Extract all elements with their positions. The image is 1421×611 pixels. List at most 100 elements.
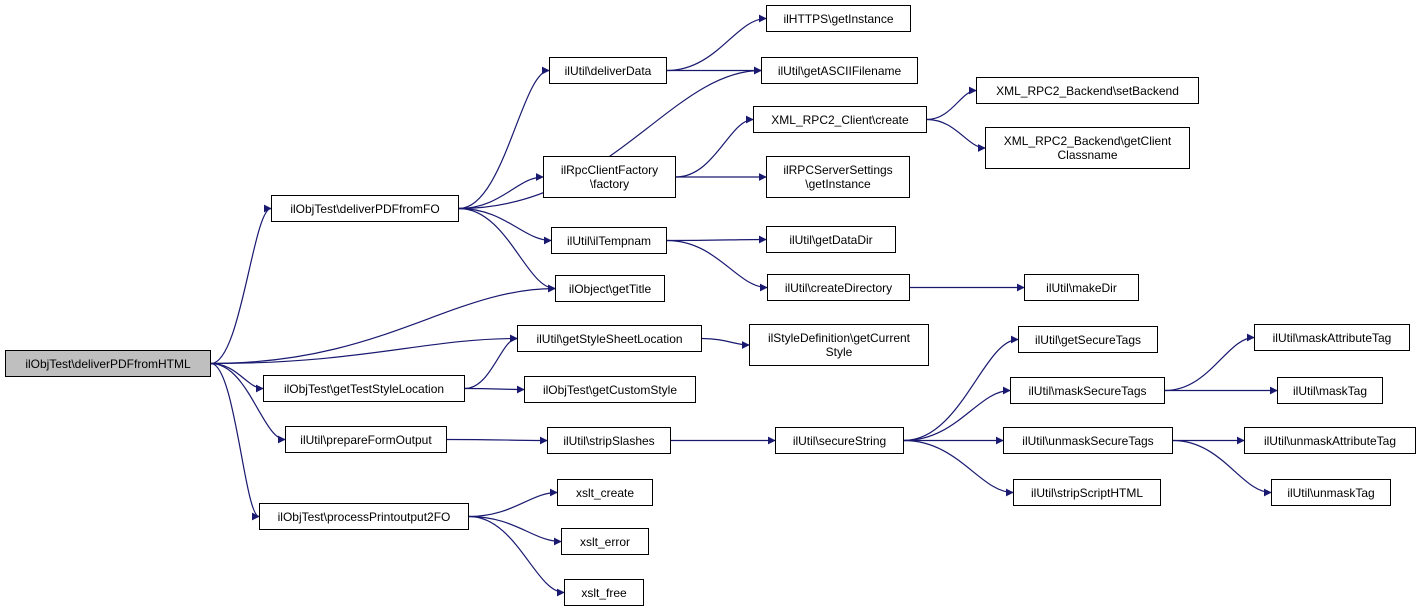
node-label: XML_RPC2_Client\create <box>771 112 909 127</box>
node-label: ilObjTest\processPrintoutput2FO <box>277 509 451 524</box>
edge-deliverPDFfromFO-to-getTitle <box>458 207 556 293</box>
edge-deliverPDFfromFO-to-factory <box>458 173 544 210</box>
node-xslt_create[interactable]: xslt_create <box>557 479 653 506</box>
node-label: ilUtil\stripScriptHTML <box>1030 485 1143 500</box>
node-root[interactable]: ilObjTest\deliverPDFfromHTML <box>5 350 211 377</box>
node-deliverPDFfromFO[interactable]: ilObjTest\deliverPDFfromFO <box>271 195 459 222</box>
node-makeDir[interactable]: ilUtil\makeDir <box>1024 274 1139 301</box>
node-label: ilUtil\maskTag <box>1292 383 1367 398</box>
node-secureString[interactable]: ilUtil\secureString <box>775 427 904 454</box>
node-unmaskTag[interactable]: ilUtil\unmaskTag <box>1271 479 1391 506</box>
node-label: ilUtil\stripSlashes <box>563 433 655 448</box>
node-getDataDir[interactable]: ilUtil\getDataDir <box>766 226 896 253</box>
edge-deliverPDFfromFO-to-getASCIIFilename <box>458 66 762 210</box>
node-maskTag[interactable]: ilUtil\maskTag <box>1277 377 1383 404</box>
node-label: ilObjTest\deliverPDFfromFO <box>290 201 440 216</box>
node-label: ilObject\getTitle <box>568 281 652 296</box>
edge-clientCreate-to-setBackend <box>926 86 977 121</box>
edge-deliverPDFfromFO-to-ilTempnam <box>458 207 552 245</box>
node-label: ilUtil\unmaskSecureTags <box>1022 433 1154 448</box>
edge-processPrintoutput2FO-to-xslt_create <box>468 488 558 518</box>
edge-deliverData-to-httpsGetInstance <box>666 14 767 72</box>
edge-maskSecureTags-to-maskAttributeTag <box>1164 333 1255 392</box>
edge-clientCreate-to-getClientClassname <box>926 118 986 152</box>
node-httpsGetInstance[interactable]: ilHTTPS\getInstance <box>766 5 911 32</box>
node-label: ilUtil\getStyleSheetLocation <box>536 331 683 346</box>
node-label: ilUtil\prepareFormOutput <box>300 432 432 447</box>
node-label: ilStyleDefinition\getCurrent <box>767 331 911 345</box>
node-label: XML_RPC2_Backend\setBackend <box>996 83 1179 98</box>
edge-prepareFormOutput-to-stripSlashes <box>446 436 548 445</box>
node-unmaskSecureTags[interactable]: ilUtil\unmaskSecureTags <box>1003 427 1173 454</box>
node-label: ilUtil\secureString <box>792 433 887 448</box>
node-getASCIIFilename[interactable]: ilUtil\getASCIIFilename <box>761 57 918 84</box>
node-getTitle[interactable]: ilObject\getTitle <box>555 275 665 302</box>
edge-ilTempnam-to-getDataDir <box>666 235 767 244</box>
edge-root-to-prepareFormOutput <box>210 362 286 444</box>
edge-root-to-getStyleSheetLocation <box>210 334 518 365</box>
node-label: ilUtil\maskAttributeTag <box>1272 330 1392 345</box>
edge-secureString-to-stripScriptHTML <box>903 439 1014 497</box>
node-label: ilRpcClientFactory <box>560 163 659 177</box>
node-label: ilUtil\unmaskAttributeTag <box>1263 433 1397 448</box>
edge-root-to-processPrintoutput2FO <box>210 362 260 521</box>
edge-unmaskSecureTags-to-unmaskTag <box>1172 439 1272 497</box>
node-label: ilObjTest\deliverPDFfromHTML <box>25 356 191 371</box>
node-setBackend[interactable]: XML_RPC2_Backend\setBackend <box>976 77 1199 104</box>
edge-secureString-to-getSecureTags <box>903 335 1019 442</box>
node-label: ilUtil\getSecureTags <box>1034 332 1142 347</box>
node-maskAttributeTag[interactable]: ilUtil\maskAttributeTag <box>1254 324 1410 351</box>
node-label: ilUtil\makeDir <box>1046 280 1117 295</box>
node-label: ilUtil\unmaskTag <box>1287 485 1375 500</box>
edge-factory-to-clientCreate <box>675 115 754 178</box>
node-label: ilRPCServerSettings <box>783 163 893 177</box>
node-label: xslt_create <box>575 485 635 500</box>
node-getTestStyleLocation[interactable]: ilObjTest\getTestStyleLocation <box>263 375 465 402</box>
node-factory[interactable]: ilRpcClientFactory\factory <box>543 156 676 198</box>
edge-deliverPDFfromFO-to-deliverData <box>458 66 550 210</box>
node-getStyleSheetLocation[interactable]: ilUtil\getStyleSheetLocation <box>517 325 702 352</box>
edge-root-to-deliverPDFfromFO <box>210 204 272 365</box>
edge-secureString-to-maskSecureTags <box>903 386 1011 442</box>
node-label: XML_RPC2_Backend\getClient <box>1003 134 1172 148</box>
edge-getStyleSheetLocation-to-getCurrentStyle <box>701 337 750 349</box>
node-clientCreate[interactable]: XML_RPC2_Client\create <box>753 106 927 133</box>
node-deliverData[interactable]: ilUtil\deliverData <box>549 57 667 84</box>
node-label: xslt_free <box>581 585 627 600</box>
node-label: ilObjTest\getCustomStyle <box>542 382 678 397</box>
node-label: ilUtil\ilTempnam <box>566 233 652 248</box>
node-maskSecureTags[interactable]: ilUtil\maskSecureTags <box>1010 377 1165 404</box>
node-stripScriptHTML[interactable]: ilUtil\stripScriptHTML <box>1013 479 1161 506</box>
node-unmaskAttributeTag[interactable]: ilUtil\unmaskAttributeTag <box>1244 427 1416 454</box>
node-createDirectory[interactable]: ilUtil\createDirectory <box>767 274 910 301</box>
node-label: \factory <box>589 177 630 191</box>
node-getCustomStyle[interactable]: ilObjTest\getCustomStyle <box>524 376 696 403</box>
node-rpcServerGetInstance[interactable]: ilRPCServerSettings\getInstance <box>766 156 910 198</box>
node-label: ilUtil\createDirectory <box>784 280 893 295</box>
node-ilTempnam[interactable]: ilUtil\ilTempnam <box>551 227 667 254</box>
node-processPrintoutput2FO[interactable]: ilObjTest\processPrintoutput2FO <box>259 503 469 530</box>
edge-getTestStyleLocation-to-getCustomStyle <box>464 385 525 394</box>
node-label: \getInstance <box>805 177 871 191</box>
node-label: ilObjTest\getTestStyleLocation <box>283 381 445 396</box>
node-xslt_free[interactable]: xslt_free <box>564 579 644 606</box>
node-getSecureTags[interactable]: ilUtil\getSecureTags <box>1018 326 1158 353</box>
edge-processPrintoutput2FO-to-xslt_error <box>468 515 562 546</box>
node-stripSlashes[interactable]: ilUtil\stripSlashes <box>547 427 671 454</box>
node-label: ilUtil\maskSecureTags <box>1028 383 1147 398</box>
edge-getTestStyleLocation-to-getStyleSheetLocation <box>464 334 518 390</box>
node-label: xslt_error <box>579 534 630 549</box>
node-label: ilUtil\getASCIIFilename <box>777 63 902 78</box>
node-label: Style <box>825 345 853 359</box>
node-label: Classname <box>1057 148 1118 162</box>
edge-root-to-getTestStyleLocation <box>210 362 264 393</box>
node-label: ilUtil\deliverData <box>564 63 652 78</box>
node-prepareFormOutput[interactable]: ilUtil\prepareFormOutput <box>285 426 447 453</box>
node-xslt_error[interactable]: xslt_error <box>561 528 649 555</box>
edge-processPrintoutput2FO-to-xslt_free <box>468 515 565 597</box>
edge-root-to-getTitle <box>210 284 556 365</box>
